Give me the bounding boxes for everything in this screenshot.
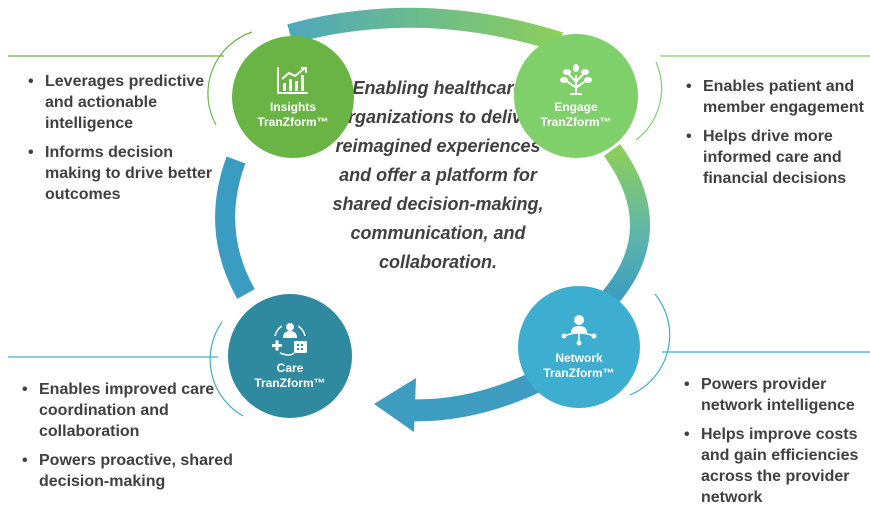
insights-subtitle: TranZform™	[257, 114, 329, 129]
care-coordination-icon	[272, 322, 307, 356]
network-person-icon	[561, 314, 597, 345]
network-subtitle: TranZform™	[543, 365, 615, 380]
list-item: Helps improve costs and gain efficiencie…	[684, 424, 868, 508]
care-title: Care	[276, 360, 304, 375]
engage-title: Engage	[554, 99, 598, 114]
ring-bottom-arc	[401, 370, 545, 422]
cycle-diagram	[8, 7, 870, 432]
engage-subtitle: TranZform™	[540, 114, 612, 129]
tree-icon	[560, 63, 592, 95]
cycle-ring	[215, 7, 650, 422]
list-item: Helps drive more informed care and finan…	[686, 126, 866, 189]
network-title: Network	[555, 350, 603, 365]
network-node[interactable]: Network TranZform™	[518, 286, 640, 408]
list-item: Powers proactive, shared decision-making	[22, 450, 262, 492]
network-bullet-list: Powers provider network intelligence Hel…	[684, 374, 868, 516]
center-statement: Enabling healthcare organizations to del…	[332, 78, 544, 272]
list-item: Leverages predictive and actionable inte…	[28, 71, 218, 134]
cycle-arrowhead	[374, 378, 416, 432]
ring-right-arc	[600, 144, 650, 307]
list-item: Enables improved care coordination and c…	[22, 379, 262, 442]
insights-bullet-list: Leverages predictive and actionable inte…	[28, 71, 218, 213]
insights-title: Insights	[269, 99, 316, 114]
list-item: Enables patient and member engagement	[686, 76, 866, 118]
growth-chart-icon	[277, 66, 308, 94]
ring-left-arc	[215, 156, 255, 299]
care-subtitle: TranZform™	[254, 375, 326, 390]
ring-top-arc	[287, 7, 563, 52]
list-item: Powers provider network intelligence	[684, 374, 868, 416]
insights-node[interactable]: Insights TranZform™	[232, 36, 354, 158]
list-item: Informs decision making to drive better …	[28, 142, 218, 205]
care-bullet-list: Enables improved care coordination and c…	[22, 379, 262, 500]
connector-lines	[8, 55, 870, 358]
engage-bullet-list: Enables patient and member engagement He…	[686, 76, 866, 197]
engage-node[interactable]: Engage TranZform™	[514, 34, 638, 158]
